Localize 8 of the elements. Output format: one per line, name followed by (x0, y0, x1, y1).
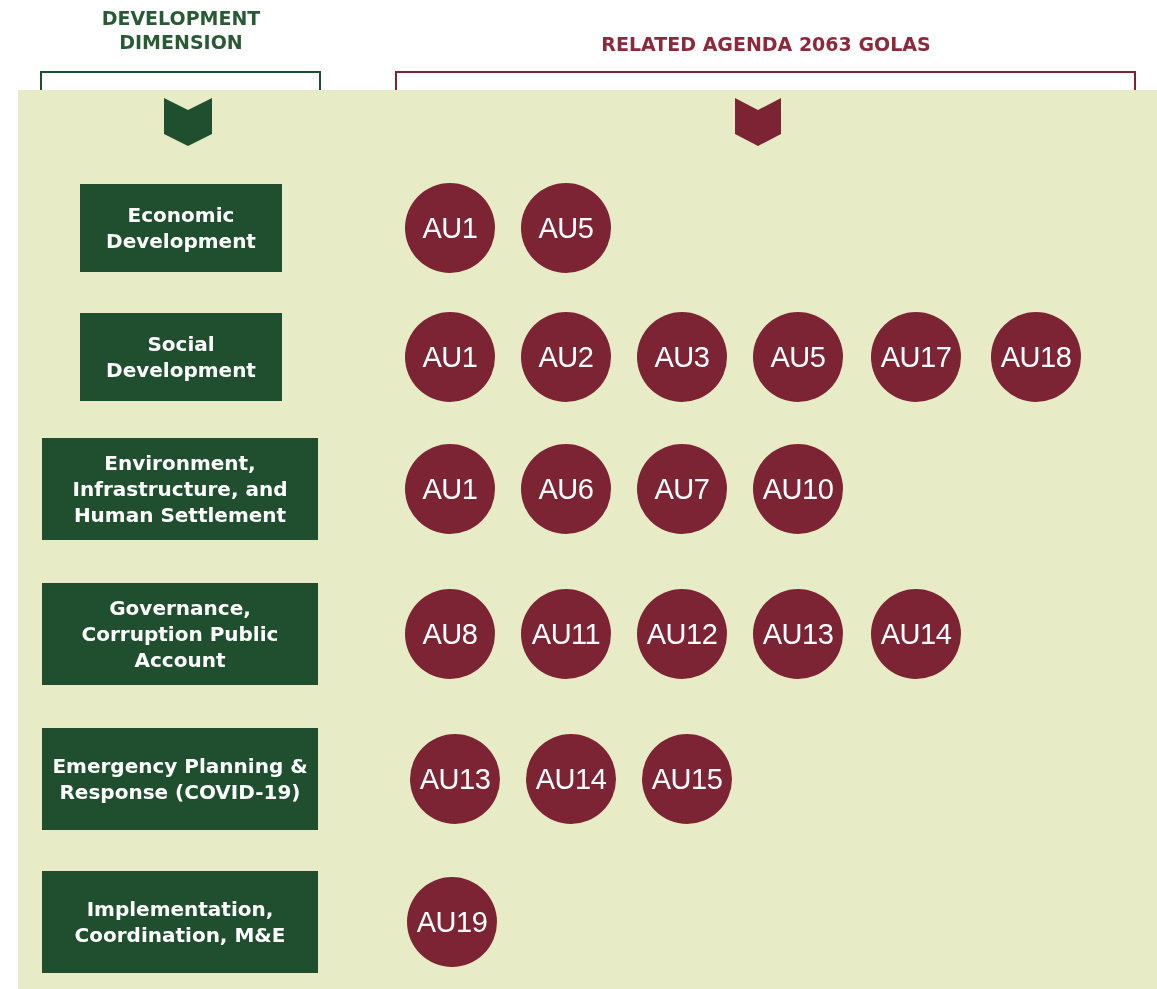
dimension-box: Emergency Planning & Response (COVID-19) (42, 728, 318, 830)
dimension-box: Environment, Infrastructure, and Human Settlement (42, 438, 318, 540)
column-heading: DEVELOPMENT DIMENSION (100, 6, 262, 54)
column-heading: RELATED AGENDA 2063 GOLAS (600, 32, 932, 56)
dimension-box: Economic Development (80, 184, 282, 272)
dimension-box: Governance, Corruption Public Account (42, 583, 318, 685)
dimension-box: Implementation, Coordination, M&E (42, 871, 318, 973)
dimension-box: Social Development (80, 313, 282, 401)
